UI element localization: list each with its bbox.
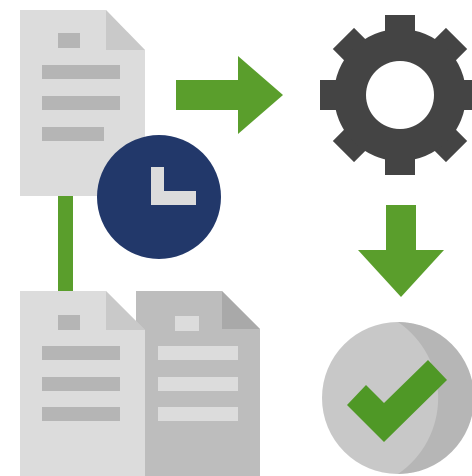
arrow-right-icon (176, 56, 283, 134)
gear-icon (320, 15, 472, 175)
document-icon (20, 10, 145, 196)
documents-stack-icon (20, 291, 260, 476)
arrow-down-icon (358, 205, 444, 297)
clock-icon (97, 135, 221, 259)
check-badge-icon (322, 322, 472, 474)
gear-hole (366, 61, 434, 129)
connector-line (58, 190, 73, 295)
